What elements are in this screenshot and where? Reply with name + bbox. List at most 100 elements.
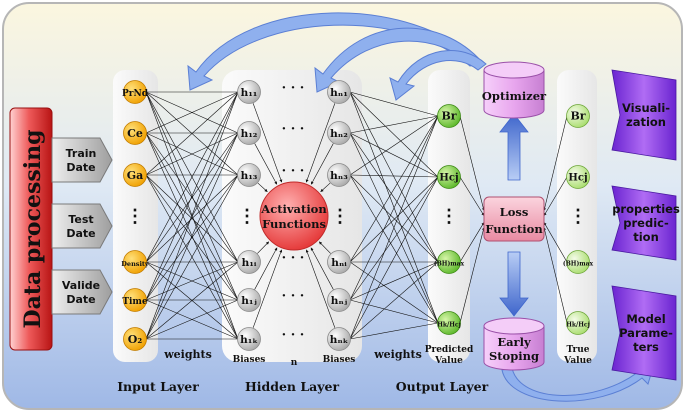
- edge-hidden-output: [349, 115, 439, 134]
- edge-hidden-activation: [310, 247, 334, 290]
- outcome-label: tion: [633, 230, 659, 244]
- hidden-node-label: h₁ⱼ: [241, 295, 257, 307]
- connection-lines: [145, 91, 568, 340]
- hidden-node-label: h₁ᵢ: [242, 257, 257, 269]
- outcome-label: Parame-: [619, 326, 673, 340]
- data-processing-block: Data processing: [9, 107, 53, 351]
- outcome-banner: Visuali-zation: [611, 69, 677, 161]
- true-label-2: Value: [563, 356, 592, 366]
- input-node-label: O₂: [128, 333, 143, 346]
- edge-hidden-output: [349, 261, 439, 301]
- outcome-label: zation: [626, 115, 666, 129]
- hidden-ellipses: · · · · · · · · · · · · · · · · · · ⋮ ⋮: [238, 81, 349, 343]
- edge-hidden-output: [349, 91, 439, 263]
- hidden-node-label: h₁₁: [241, 87, 258, 99]
- true-node: [566, 104, 590, 128]
- true-label-1: True: [566, 345, 589, 355]
- hidden-node-label: hₙ₃: [330, 170, 348, 182]
- loss-label-1: Loss: [500, 205, 529, 219]
- feedback-arrows: [187, 12, 655, 402]
- edge-hidden-output: [349, 322, 439, 340]
- early-stopping-cylinder: Early Stoping: [483, 317, 545, 371]
- true-node-label: (BH)max: [563, 261, 594, 268]
- biases-right-label: Biases: [323, 355, 356, 365]
- hidden-node-label: hₙ₁: [330, 87, 348, 99]
- hidden-layer-label: Hidden Layer: [245, 379, 340, 394]
- edge-output-loss: [459, 115, 485, 212]
- input-node-label: PrNd: [122, 89, 149, 99]
- hidden-node-label: h₁₂: [241, 128, 258, 140]
- output-node-label: Hcj: [439, 173, 458, 184]
- input-node: [123, 163, 147, 187]
- input-layer-column: [113, 70, 158, 362]
- true-node-label: Hcj: [568, 173, 587, 184]
- edge-hidden-output: [349, 261, 439, 324]
- output-layer-label: Output Layer: [396, 379, 489, 394]
- input-ellipsis: ⋮: [126, 206, 144, 227]
- edge-hidden-output: [349, 91, 439, 178]
- data-processing-title: Data processing: [20, 130, 46, 329]
- edge-true-loss: [543, 222, 568, 263]
- outcome-label: properties: [612, 202, 680, 216]
- ellipsis-col-2: ⋮: [331, 206, 349, 227]
- hidden-node: [327, 250, 351, 274]
- edge-hidden-activation: [254, 143, 278, 185]
- true-node: [566, 165, 590, 189]
- arrow-to-optimizer: [499, 113, 529, 181]
- edge-hidden-output: [349, 132, 439, 178]
- edge-input-hidden: [145, 91, 239, 176]
- input-node-label: Time: [122, 297, 148, 307]
- true-node-label: Hk/Hcj: [566, 322, 590, 329]
- arrow-to-early-stopping: [499, 251, 529, 317]
- loss-function-box: Loss Function: [483, 196, 545, 242]
- outcome-label: ters: [633, 340, 659, 354]
- edge-input-hidden: [145, 132, 239, 340]
- edge-hidden-activation: [320, 182, 331, 192]
- edge-hidden-output: [349, 115, 439, 263]
- edge-input-hidden: [145, 261, 239, 340]
- outcome-label: Model: [626, 312, 665, 326]
- edge-input-hidden: [145, 174, 239, 263]
- n-label: n: [291, 358, 298, 368]
- hidden-node: [237, 163, 261, 187]
- activation-label-2: Functions: [262, 217, 326, 231]
- edge-hidden-output: [349, 174, 439, 324]
- input-node: [123, 250, 147, 274]
- edge-hidden-activation: [252, 249, 283, 328]
- edge-hidden-output: [349, 299, 439, 324]
- outcome-label: predic-: [623, 216, 669, 230]
- early-stop-arrow-to-model: [501, 363, 655, 402]
- output-node: [437, 104, 461, 128]
- hidden-node-label: hₙ₂: [330, 128, 348, 140]
- true-node-label: Br: [570, 110, 585, 123]
- edge-input-hidden: [145, 132, 239, 263]
- edge-hidden-activation: [305, 249, 336, 328]
- input-node-label: Ce: [127, 127, 143, 140]
- edge-hidden-activation: [252, 103, 283, 183]
- edge-hidden-output: [349, 115, 439, 301]
- ellipsis-row-3: · · ·: [282, 164, 305, 179]
- input-node-label: Density: [121, 260, 149, 268]
- edge-true-loss: [543, 176, 568, 216]
- hidden-node: [237, 327, 261, 351]
- hidden-node: [327, 288, 351, 312]
- hidden-node-label: h₁₃: [241, 170, 258, 182]
- predicted-label-1: Predicted: [425, 345, 474, 355]
- edge-true-loss: [543, 115, 568, 212]
- edge-hidden-activation: [310, 143, 334, 185]
- ellipsis-row-6: · · ·: [282, 328, 305, 343]
- hidden-node: [237, 121, 261, 145]
- edge-hidden-output: [349, 115, 439, 176]
- activation-functions: Activation Functions: [259, 181, 329, 251]
- edge-hidden-activation: [254, 247, 278, 290]
- output-node: [437, 250, 461, 274]
- input-node: [123, 121, 147, 145]
- hidden-node-label: hₙⱼ: [331, 295, 347, 307]
- ellipsis-row-4: · · ·: [282, 251, 305, 266]
